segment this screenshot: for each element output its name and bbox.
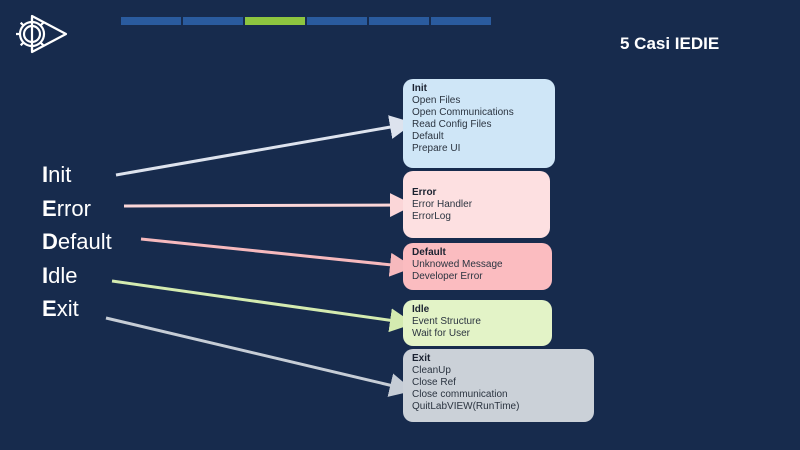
progress-segment-active xyxy=(245,17,305,25)
gear-play-icon xyxy=(16,14,68,54)
progress-segment xyxy=(431,17,491,25)
idle-box-title: Idle xyxy=(412,304,430,315)
init-item: Open Files xyxy=(412,95,461,106)
exit-item: Close Ref xyxy=(412,377,456,388)
arrow-error xyxy=(123,193,414,218)
exit-item: CleanUp xyxy=(412,365,451,376)
arrow-exit xyxy=(105,316,414,397)
exit-box-title: Exit xyxy=(412,353,431,364)
exit-box: Exit CleanUp Close Ref Close communicati… xyxy=(403,349,594,422)
arrow-init xyxy=(115,115,414,177)
progress-segment xyxy=(121,17,181,25)
page-title: 5 Casi IEDIE xyxy=(620,34,720,53)
default-item: Developer Error xyxy=(412,271,483,282)
exit-item: QuitLabVIEW(RunTime) xyxy=(412,401,520,412)
error-box: Error Error Handler ErrorLog xyxy=(403,171,550,238)
state-error: Error xyxy=(42,195,91,221)
default-box: Default Unknowed Message Developer Error xyxy=(403,243,552,290)
states-list: Init Error Default Idle Exit xyxy=(42,158,112,326)
idle-item: Wait for User xyxy=(412,328,470,339)
init-item: Open Communications xyxy=(412,107,514,118)
init-box: Init Open Files Open Communications Read… xyxy=(403,79,555,168)
error-item: Error Handler xyxy=(412,199,473,210)
idle-box: Idle Event Structure Wait for User xyxy=(403,300,552,346)
init-item: Read Config Files xyxy=(412,119,492,130)
arrow-default xyxy=(140,237,414,277)
init-item: Prepare UI xyxy=(412,143,461,154)
error-item: ErrorLog xyxy=(412,211,451,222)
arrow-idle xyxy=(111,279,414,333)
exit-item: Close communication xyxy=(412,389,508,400)
progress-segment xyxy=(183,17,243,25)
progress-segment xyxy=(369,17,429,25)
state-exit: Exit xyxy=(42,296,79,321)
init-item: Default xyxy=(412,131,444,142)
default-item: Unknowed Message xyxy=(412,259,503,270)
default-box-title: Default xyxy=(412,247,446,258)
error-box-title: Error xyxy=(412,187,437,198)
idle-item: Event Structure xyxy=(412,316,481,327)
state-default: Default xyxy=(42,229,112,254)
progress-segment xyxy=(307,17,367,25)
state-init: Init xyxy=(42,162,72,187)
progress-bar xyxy=(121,17,491,25)
init-box-title: Init xyxy=(412,83,427,94)
state-idle: Idle xyxy=(42,262,78,288)
